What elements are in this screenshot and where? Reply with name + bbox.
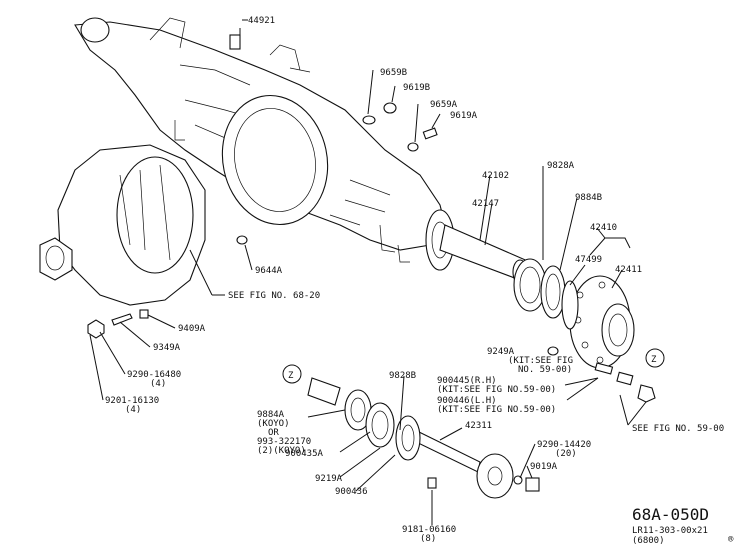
label-9884A: 9884A <box>257 410 285 420</box>
label-900446: 900446(L.H) <box>437 396 497 406</box>
part-labels: 44921 9659B 9619B 9659A 9619A 9828A 4210… <box>105 16 734 546</box>
bearing-9828A <box>513 258 547 312</box>
label-42147: 42147 <box>472 199 499 209</box>
small-fasteners <box>87 34 656 492</box>
label-9828B: 9828B <box>389 371 416 381</box>
label-9409A: 9409A <box>178 324 206 334</box>
seal-9884B <box>540 265 566 319</box>
registered-mark: ® <box>728 535 734 545</box>
label-9349A: 9349A <box>153 343 181 353</box>
label-9828A: 9828A <box>547 161 575 171</box>
figure-code: LR11-303-00x21 <box>632 526 708 536</box>
label-kit-1b: NO. 59-00) <box>518 365 572 375</box>
axle-shaft-42311 <box>307 377 514 499</box>
leader-lines <box>89 19 647 525</box>
label-9201-16130: 9201-16130 <box>105 396 159 406</box>
label-42410: 42410 <box>590 223 617 233</box>
label-9219A: 9219A <box>315 474 343 484</box>
figure-code-suffix: (6800) <box>632 536 665 546</box>
label-900435A: 900435A <box>285 449 324 459</box>
label-9884B: 9884B <box>575 193 602 203</box>
label-9290-16480: 9290-16480 <box>127 370 181 380</box>
label-9290-16480-qty: (4) <box>150 379 166 389</box>
label-9249A: 9249A <box>487 347 515 357</box>
label-9659B: 9659B <box>380 68 407 78</box>
label-9181-06160: 9181-06160 <box>402 525 456 535</box>
label-kit-2: (KIT:SEE FIG NO.59-00) <box>437 385 556 395</box>
label-993-322170-qty: (2)(KOYO) <box>257 446 306 456</box>
label-see-fig-59-00: SEE FIG NO. 59-00 <box>632 424 724 434</box>
label-9619B: 9619B <box>403 83 430 93</box>
bearing-900435A <box>365 402 395 448</box>
axle-housing <box>74 17 455 271</box>
label-9619A: 9619A <box>450 111 478 121</box>
label-42102: 42102 <box>482 171 509 181</box>
label-9644A: 9644A <box>255 266 283 276</box>
label-kit-3: (KIT:SEE FIG NO.59-00) <box>437 405 556 415</box>
label-or: OR <box>268 428 279 438</box>
label-900436: 900436 <box>335 487 368 497</box>
wheel-hub-42410 <box>569 275 635 369</box>
label-see-fig-68-20: SEE FIG NO. 68-20 <box>228 291 320 301</box>
label-900445: 900445(R.H) <box>437 376 497 386</box>
label-9659A: 9659A <box>430 100 458 110</box>
label-9181-06160-qty: (8) <box>420 534 436 544</box>
label-z-right: Z <box>651 355 657 365</box>
label-993-322170: 993-322170 <box>257 437 311 447</box>
label-9201-16130-qty: (4) <box>125 405 141 415</box>
z-callouts <box>282 348 665 384</box>
label-9290-14420-qty: (20) <box>555 449 577 459</box>
seal-9828B <box>395 415 421 461</box>
ring-47499 <box>561 280 579 330</box>
label-9019A: 9019A <box>530 462 558 472</box>
label-44921: 44921 <box>248 16 275 26</box>
label-koyo: (KOYO) <box>257 419 290 429</box>
differential-carrier <box>39 144 206 306</box>
figure-number: 68A-050D <box>632 505 709 524</box>
label-47499: 47499 <box>575 255 602 265</box>
label-z-left: Z <box>288 371 294 381</box>
label-42311: 42311 <box>465 421 492 431</box>
label-9290-14420: 9290-14420 <box>537 440 591 450</box>
label-kit-1: (KIT:SEE FIG <box>508 356 573 366</box>
label-42411: 42411 <box>615 265 642 275</box>
